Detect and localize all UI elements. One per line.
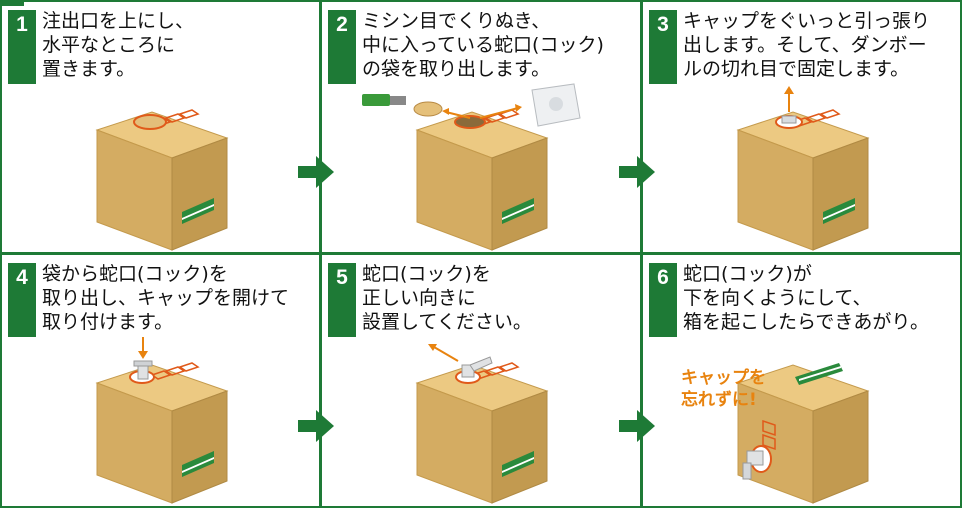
step-panel-6: 6 蛇口(コック)が 下を向くようにして、 箱を起こしたらできあがり。 キャップ…: [643, 255, 962, 507]
step-panel-4: 4 袋から蛇口(コック)を 取り出し、キャップを開けて 取り付けます。: [2, 255, 322, 507]
step-number: 3: [649, 10, 677, 84]
step-number: 4: [8, 263, 36, 337]
step-text: 蛇口(コック)が 下を向くようにして、 箱を起こしたらできあがり。: [683, 263, 930, 333]
turn-arrow-icon: [428, 344, 437, 351]
box-illustration: [96, 109, 228, 251]
step-text: 袋から蛇口(コック)を 取り出し、キャップを開けて 取り付けます。: [42, 263, 290, 333]
next-step-arrow-icon: [298, 410, 334, 442]
next-step-arrow-icon: [619, 410, 655, 442]
cap-reminder-note: キャップを 忘れずに!: [681, 368, 766, 410]
cap-icon: [781, 115, 797, 124]
box-illustration: [96, 337, 228, 504]
cutout-piece-icon: [413, 101, 443, 117]
step-panel-5: 5 蛇口(コック)を 正しい向きに 設置してください。: [322, 255, 642, 507]
row-divider: [0, 252, 962, 255]
step-text: ミシン目でくりぬき、 中に入っている蛇口(コック) の袋を取り出します。: [362, 10, 604, 80]
step-text: キャップをぐいっと引っ張り 出します。そして、ダンボー ルの切れ目で固定します。: [683, 10, 931, 80]
faucet-bag-icon: [531, 83, 581, 127]
faucet-icon: [461, 356, 493, 378]
box-illustration: [736, 363, 870, 504]
step-text: 蛇口(コック)を 正しい向きに 設置してください。: [362, 263, 532, 333]
next-step-arrow-icon: [619, 156, 655, 188]
cutter-icon: [362, 94, 406, 106]
box-illustration: [416, 344, 548, 504]
faucet-icon: [133, 360, 153, 380]
step-panel-3: 3 キャップをぐいっと引っ張り 出します。そして、ダンボー ルの切れ目で固定しま…: [643, 2, 962, 254]
faucet-icon: [742, 450, 764, 480]
box-illustration: [737, 86, 869, 251]
step-text: 注出口を上にし、 水平なところに 置きます。: [42, 10, 195, 80]
frame-corner-strip: [0, 0, 24, 6]
step-panel-2: 2 ミシン目でくりぬき、 中に入っている蛇口(コック) の袋を取り出します。: [322, 2, 642, 254]
step-panel-1: 1 注出口を上にし、 水平なところに 置きます。: [2, 2, 322, 254]
insert-arrow-icon: [138, 351, 148, 359]
step-number: 1: [8, 10, 36, 84]
step-number: 6: [649, 263, 677, 337]
step-number: 2: [328, 10, 356, 84]
pull-up-arrow-icon: [784, 86, 794, 94]
step-number: 5: [328, 263, 356, 337]
next-step-arrow-icon: [298, 156, 334, 188]
box-illustration: [362, 83, 581, 251]
